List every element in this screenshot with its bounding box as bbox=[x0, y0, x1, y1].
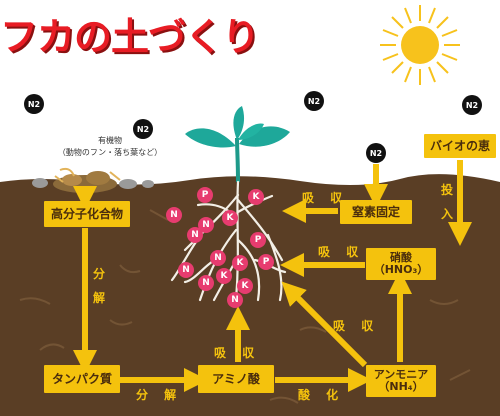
soil-layer bbox=[0, 174, 500, 416]
box-ammonia-formula: （NH₄） bbox=[378, 380, 424, 393]
nutrient-ion-n: N bbox=[227, 292, 243, 308]
cycle-arrows bbox=[73, 160, 472, 392]
box-amino-acid: アミノ酸 bbox=[198, 365, 274, 393]
nutrient-ion-n: N bbox=[198, 275, 214, 291]
organic-matter-pile-icon bbox=[32, 167, 154, 193]
box-protein-label: タンパク質 bbox=[51, 371, 112, 386]
organic-matter-caption: 有機物 （動物のフン・落ち葉など） bbox=[50, 135, 170, 159]
n2-label: N2 bbox=[369, 148, 383, 158]
box-protein: タンパク質 bbox=[44, 365, 120, 393]
n2-label: N2 bbox=[307, 96, 321, 106]
nutrient-ion-k: K bbox=[248, 189, 264, 205]
plant-icon bbox=[185, 106, 290, 183]
nutrient-ion-n: N bbox=[187, 227, 203, 243]
box-nitrate-name: 硝酸 bbox=[390, 251, 412, 265]
label-absorb-nitrate: 吸 収 bbox=[318, 245, 365, 259]
n2-label: N2 bbox=[136, 124, 150, 134]
label-absorb-amino: 吸 収 bbox=[214, 346, 261, 360]
box-polymer: 高分子化合物 bbox=[44, 201, 130, 227]
organic-matter-label: 有機物 bbox=[98, 136, 122, 145]
label-absorb-fixation: 吸 収 bbox=[302, 191, 349, 205]
nutrient-ion-n: N bbox=[166, 207, 182, 223]
box-nitrate: 硝酸 （HNO₃） bbox=[366, 248, 436, 280]
box-amino-acid-label: アミノ酸 bbox=[212, 371, 260, 386]
label-decompose-horizontal: 分 解 bbox=[136, 388, 183, 402]
label-decompose-vertical: 分解 bbox=[92, 267, 105, 305]
box-nitrogen-fixation-label: 窒素固定 bbox=[351, 204, 400, 219]
nutrient-ion-n: N bbox=[178, 262, 194, 278]
box-nitrogen-fixation: 窒素固定 bbox=[340, 200, 412, 224]
n2-label: N2 bbox=[465, 100, 479, 110]
nitrogen-molecule-icon: N2 bbox=[366, 143, 386, 163]
nitrogen-molecule-icon: N2 bbox=[133, 119, 153, 139]
nutrient-ion-p: P bbox=[197, 187, 213, 203]
nutrient-ion-k: K bbox=[222, 210, 238, 226]
label-oxidize: 酸 化 bbox=[298, 388, 345, 402]
label-input: 投入 bbox=[440, 183, 453, 221]
box-bio: バイオの恵 bbox=[424, 134, 496, 158]
box-ammonia: アンモニア （NH₄） bbox=[366, 365, 436, 397]
page-title: フカの土づくり bbox=[0, 14, 261, 60]
nutrient-ion-n: N bbox=[210, 250, 226, 266]
arrow-ammonia-to-roots bbox=[281, 281, 368, 368]
label-absorb-ammonia: 吸 収 bbox=[333, 319, 380, 333]
organic-matter-note: （動物のフン・落ち葉など） bbox=[57, 148, 163, 157]
nutrient-ion-k: K bbox=[232, 255, 248, 271]
box-polymer-label: 高分子化合物 bbox=[50, 206, 123, 221]
box-nitrate-formula: （HNO₃） bbox=[373, 263, 429, 276]
box-bio-label: バイオの恵 bbox=[429, 138, 490, 153]
nutrient-ion-n: N bbox=[198, 217, 214, 233]
box-ammonia-name: アンモニア bbox=[373, 368, 429, 382]
nitrogen-molecule-icon: N2 bbox=[24, 94, 44, 114]
sun-icon bbox=[380, 5, 460, 85]
nitrogen-molecule-icon: N2 bbox=[304, 91, 324, 111]
nutrient-ion-k: K bbox=[216, 268, 232, 284]
nutrient-ion-p: P bbox=[258, 254, 274, 270]
nitrogen-molecule-icon: N2 bbox=[462, 95, 482, 115]
nutrient-ion-k: K bbox=[237, 278, 253, 294]
nutrient-ion-p: P bbox=[250, 232, 266, 248]
n2-label: N2 bbox=[27, 99, 41, 109]
soil-debris bbox=[19, 209, 471, 404]
